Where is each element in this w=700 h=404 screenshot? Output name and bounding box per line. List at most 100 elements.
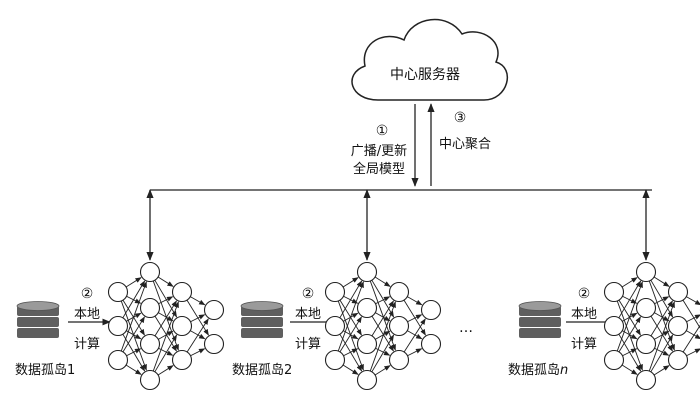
network-edge	[157, 365, 174, 376]
network-edge	[122, 280, 146, 319]
network-edge	[154, 300, 177, 337]
network-edge	[654, 312, 670, 322]
database-icon	[16, 301, 60, 338]
database-icon	[240, 301, 284, 338]
network-edge	[152, 301, 179, 372]
network-node	[171, 349, 193, 371]
database-top	[240, 301, 284, 311]
network-edge	[342, 277, 359, 288]
ellipsis: …	[459, 320, 473, 336]
network-node	[324, 349, 346, 371]
network-node	[603, 281, 625, 303]
network-node	[203, 333, 225, 355]
island-label-suffix: 2	[284, 363, 292, 378]
network-node	[420, 333, 442, 355]
network-edge	[374, 365, 391, 376]
central-server-cloud: 中心服务器	[351, 18, 508, 101]
network-edge	[682, 299, 700, 336]
local-compute-line2: 计算	[74, 337, 100, 352]
database-disk	[519, 328, 561, 338]
network-edge	[622, 348, 638, 357]
network-edge	[343, 348, 359, 357]
cloud-shape	[351, 18, 508, 101]
network-edge	[369, 301, 396, 372]
network-edge	[648, 301, 675, 372]
network-node	[603, 315, 625, 337]
network-node	[356, 333, 378, 355]
network-edge	[158, 330, 174, 340]
network-node	[107, 315, 129, 337]
network-edge	[375, 312, 391, 322]
network-edge	[158, 296, 174, 305]
network-edge	[654, 296, 670, 305]
network-edge	[120, 300, 147, 371]
network-edge	[374, 276, 391, 287]
network-edge	[403, 318, 426, 353]
network-node	[356, 261, 378, 283]
database-top	[16, 301, 60, 311]
network-node	[107, 349, 129, 371]
network-node	[388, 281, 410, 303]
database-icon	[518, 301, 562, 338]
step3-number: ③	[454, 110, 467, 126]
island-label-suffix: 1	[67, 363, 75, 378]
network-node	[388, 349, 410, 371]
network-edge	[686, 296, 700, 306]
network-node	[667, 349, 689, 371]
network-node	[139, 333, 161, 355]
network-node	[635, 369, 657, 391]
island-label: 数据孤岛n	[508, 362, 568, 378]
network-edge	[650, 300, 673, 337]
network-node	[356, 369, 378, 391]
island-label: 数据孤岛1	[15, 362, 75, 378]
local-compute-line2: 计算	[295, 337, 321, 352]
step2-number: ②	[302, 286, 315, 302]
network-edge	[190, 296, 206, 306]
network-edge	[371, 300, 394, 337]
network-edge	[407, 330, 423, 340]
network-edge	[618, 316, 641, 353]
step1-line2: 全局模型	[353, 161, 405, 177]
database-disk	[241, 317, 283, 327]
network-edge	[186, 299, 209, 336]
network-edge	[621, 277, 638, 288]
step3-line1: 中心聚合	[439, 137, 491, 152]
local-compute-line1: 本地	[295, 307, 321, 322]
network-edge	[154, 315, 177, 352]
network-edge	[407, 314, 423, 323]
network-edge	[686, 314, 700, 323]
network-edge	[686, 348, 700, 357]
server-label: 中心服务器	[390, 67, 460, 83]
network-edge	[653, 365, 670, 376]
local-compute-line2: 计算	[571, 337, 597, 352]
network-node	[667, 281, 689, 303]
island-label-prefix: 数据孤岛	[232, 362, 284, 378]
network-edge	[154, 279, 178, 318]
network-edge	[375, 296, 391, 305]
neural-network-icon	[107, 261, 225, 391]
network-node	[667, 315, 689, 337]
network-edge	[654, 330, 670, 340]
island-label-suffix: n	[560, 363, 568, 378]
network-edge	[337, 300, 364, 371]
network-edge	[686, 330, 700, 340]
network-edge	[122, 316, 145, 353]
database-disk	[17, 317, 59, 327]
network-edge	[339, 316, 362, 353]
network-edge	[653, 276, 670, 287]
network-node	[171, 315, 193, 337]
network-edge	[125, 277, 142, 288]
network-edge	[371, 334, 395, 373]
island-label-prefix: 数据孤岛	[15, 362, 67, 378]
step2-number: ②	[81, 286, 94, 302]
network-edge	[616, 300, 643, 371]
network-node	[635, 297, 657, 319]
network-edge	[371, 315, 394, 352]
neural-network-icon	[603, 261, 700, 391]
neural-network-icon	[324, 261, 442, 391]
network-edge	[154, 334, 178, 373]
local-compute-line1: 本地	[571, 307, 597, 322]
